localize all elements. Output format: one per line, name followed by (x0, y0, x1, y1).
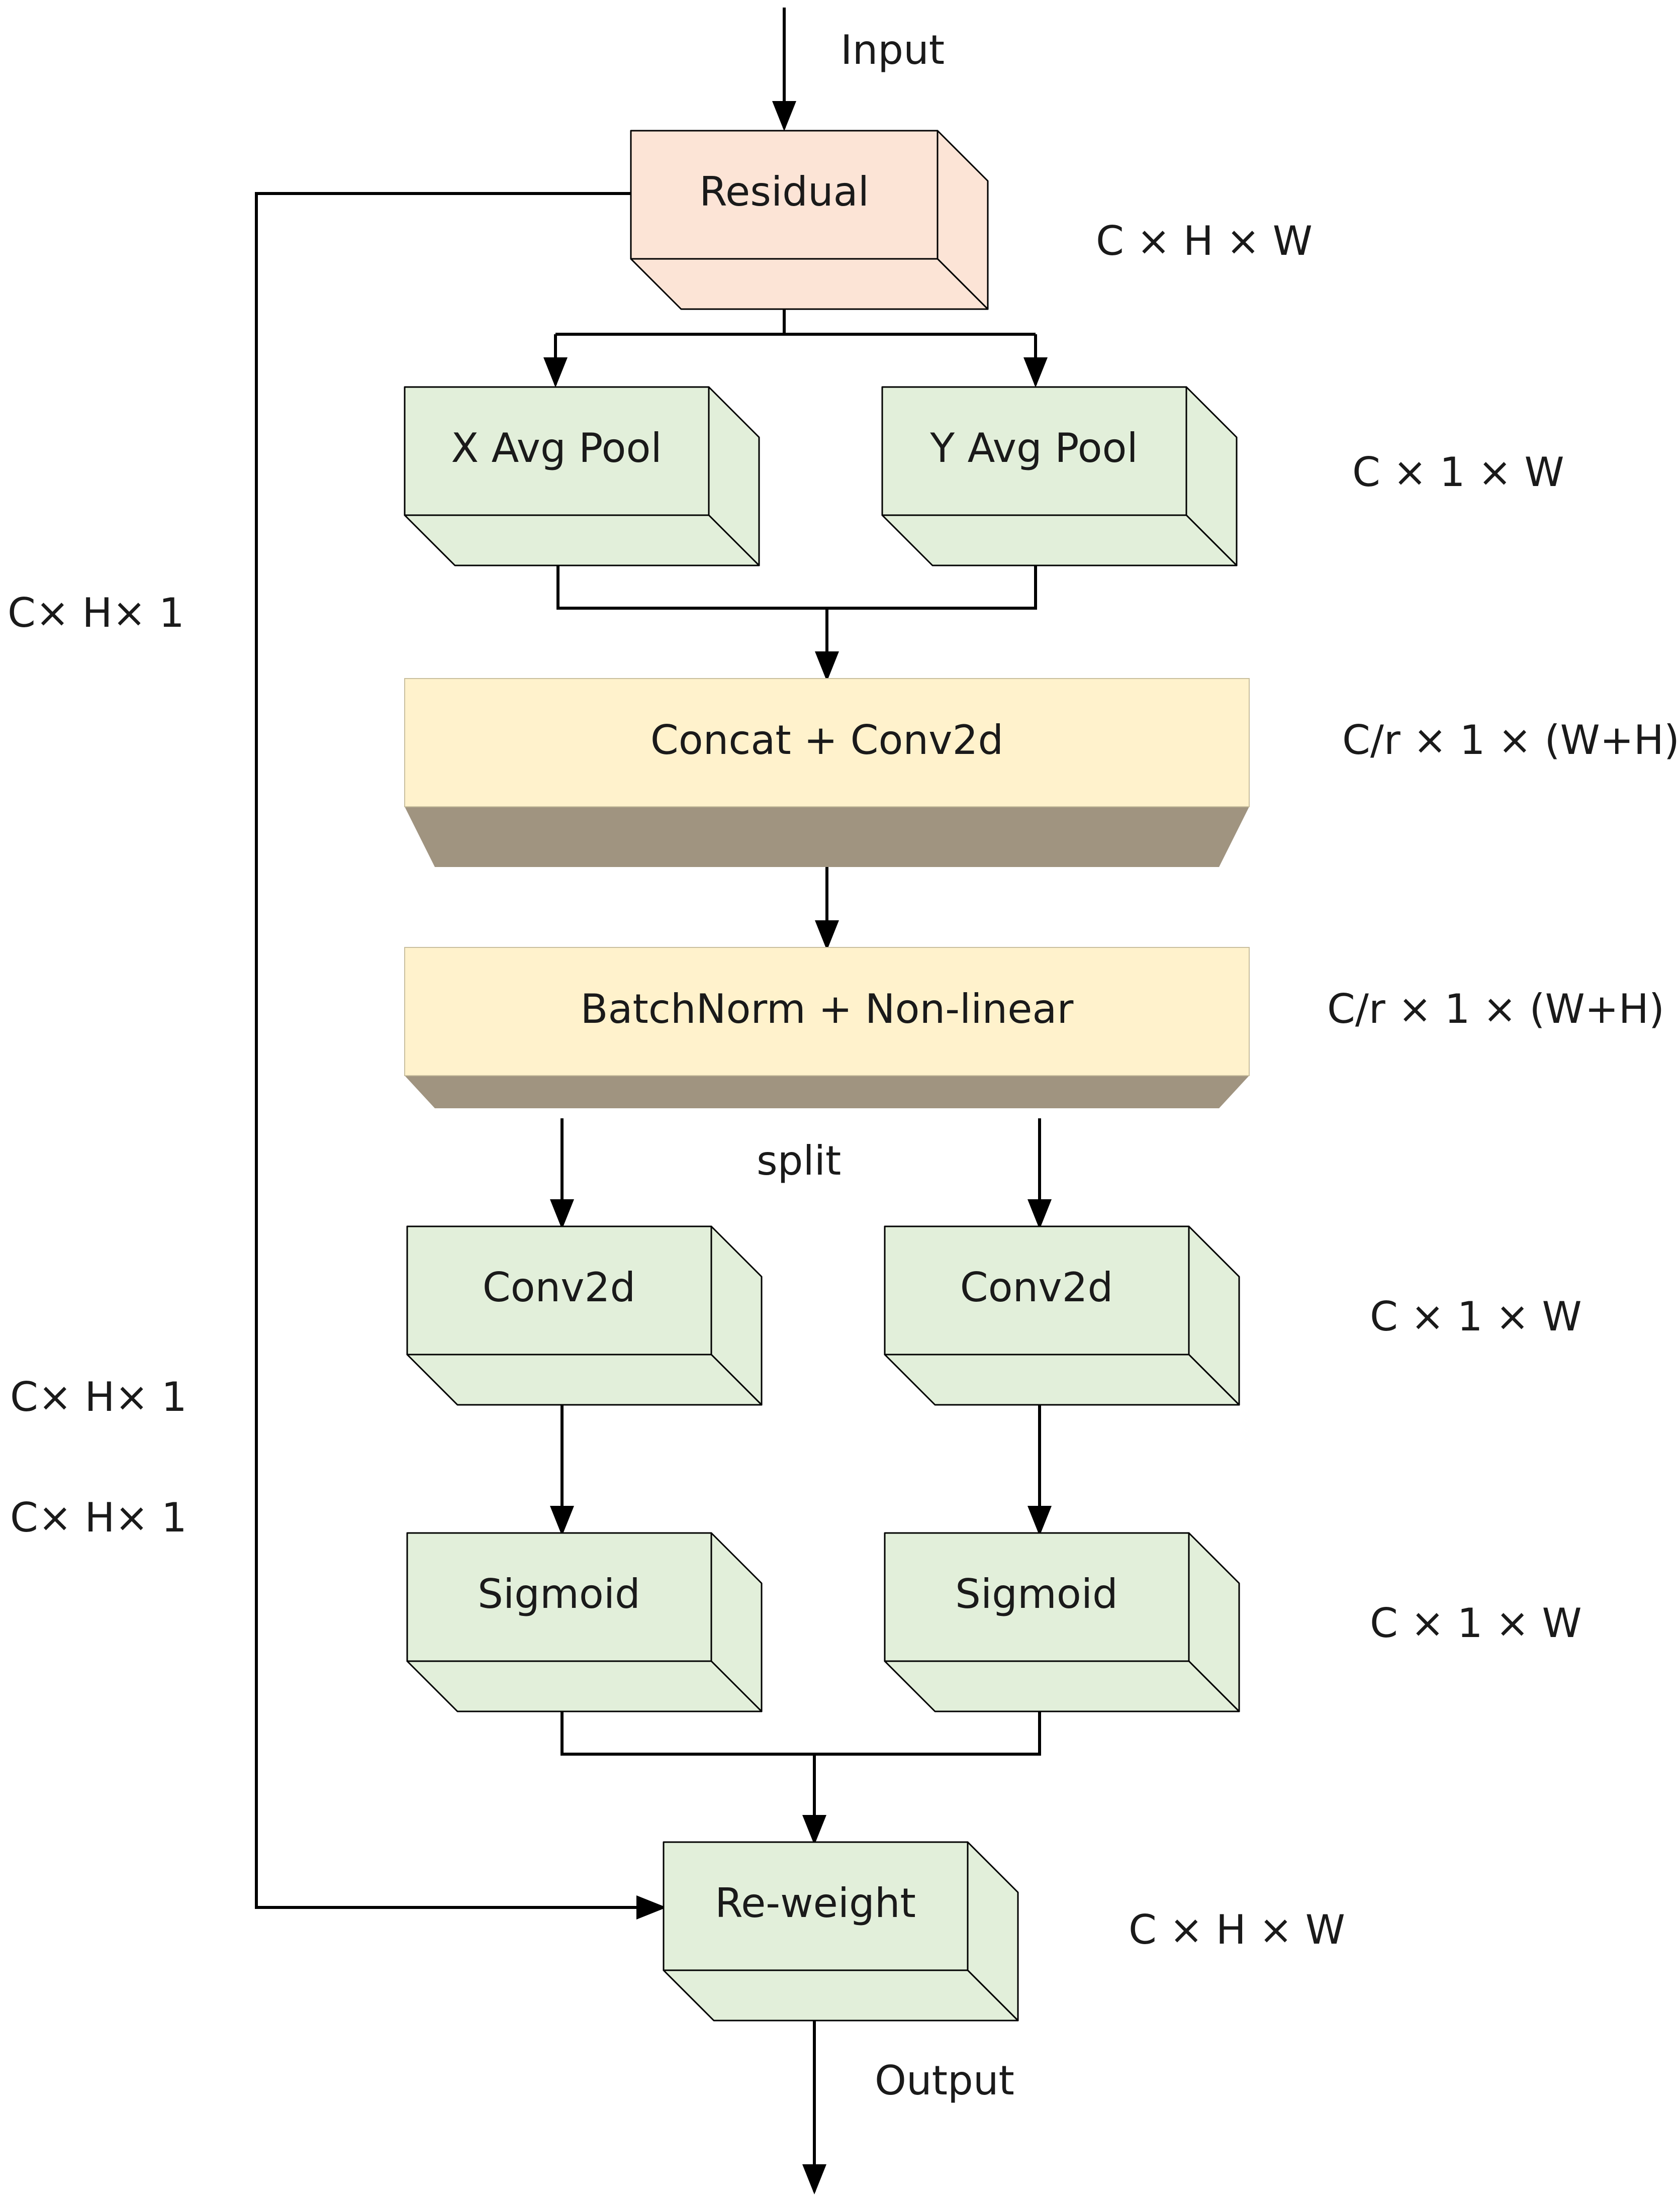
dim-reweight: C × H × W (1129, 1906, 1345, 1953)
conv-left-bottom (406, 1354, 763, 1406)
concat-conv-label: Concat + Conv2d (650, 717, 1003, 763)
sigmoid-right-front (884, 1532, 1190, 1662)
y-avg-pool-label: Y Avg Pool (929, 425, 1138, 471)
dim-sigmoid-left: C× H× 1 (10, 1494, 187, 1541)
conv-left-label: Conv2d (483, 1264, 636, 1311)
sigmoid-left-bottom (406, 1660, 763, 1712)
x-avg-pool-front (404, 386, 710, 516)
dim-sigmoid-right: C × 1 × W (1370, 1600, 1582, 1647)
sigmoid-right-block (884, 1532, 1240, 1712)
y-avg-pool-front (881, 386, 1187, 516)
x-avg-pool-label: X Avg Pool (451, 425, 662, 471)
dim-left-residual-path: C× H× 1 (8, 590, 184, 636)
residual-skip-line (255, 192, 667, 1920)
sigmoid-left-block (406, 1532, 763, 1712)
y-avg-pool-bottom (881, 514, 1238, 566)
output-label: Output (875, 2057, 1014, 2104)
conv-right-block (884, 1225, 1240, 1406)
residual-block-front (630, 130, 939, 260)
dim-conv-left: C× H× 1 (10, 1374, 187, 1420)
batchnorm-block (404, 947, 1250, 1108)
split-label: split (757, 1137, 841, 1184)
batchnorm-front (404, 947, 1250, 1076)
concat-conv-shadow (405, 807, 1249, 867)
concat-conv-block (404, 678, 1250, 867)
sigmoid-left-front (406, 1532, 712, 1662)
sigmoid-right-bottom (884, 1660, 1240, 1712)
conv-left-front (406, 1225, 712, 1356)
residual-block-bottom (630, 258, 989, 310)
dim-pool: C × 1 × W (1352, 449, 1564, 496)
sigmoid-left-label: Sigmoid (478, 1571, 640, 1617)
y-avg-pool-block (881, 386, 1238, 566)
residual-label: Residual (699, 168, 869, 215)
batchnorm-label: BatchNorm + Non-linear (581, 986, 1074, 1032)
reweight-bottom (663, 1969, 1019, 2022)
reweight-front (663, 1841, 969, 1971)
conv-right-front (884, 1225, 1190, 1356)
batchnorm-shadow (405, 1076, 1249, 1108)
dim-residual: C × H × W (1096, 218, 1313, 264)
dim-conv-right: C × 1 × W (1370, 1293, 1582, 1340)
conv-right-label: Conv2d (960, 1264, 1113, 1311)
residual-block (630, 130, 989, 310)
conv-right-bottom (884, 1354, 1240, 1406)
reweight-label: Re-weight (715, 1880, 916, 1927)
reweight-block (663, 1841, 1019, 2022)
dim-concat: C/r × 1 × (W+H) (1342, 717, 1679, 763)
dim-batchnorm: C/r × 1 × (W+H) (1327, 986, 1664, 1032)
x-avg-pool-block (404, 386, 760, 566)
conv-left-block (406, 1225, 763, 1406)
concat-conv-front (404, 678, 1250, 807)
sigmoid-right-label: Sigmoid (955, 1571, 1118, 1617)
input-label: Input (841, 27, 945, 73)
x-avg-pool-bottom (404, 514, 760, 566)
